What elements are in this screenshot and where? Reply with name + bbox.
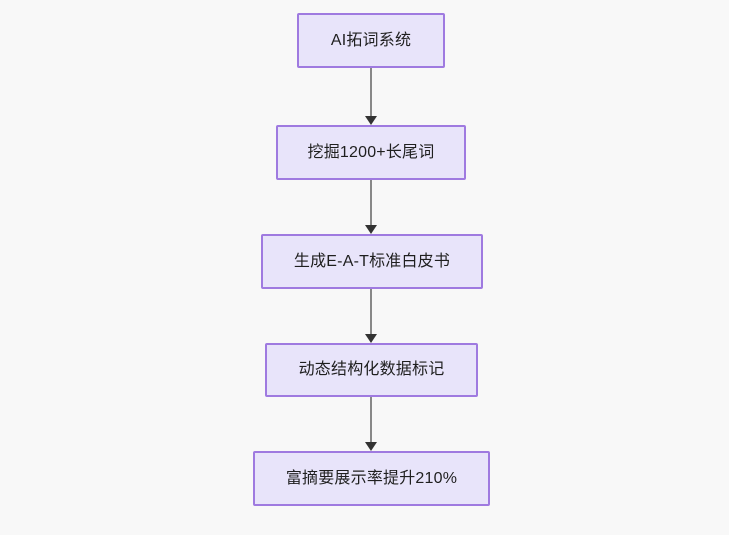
edge-line [370,397,372,443]
flow-node-label: 挖掘1200+长尾词 [307,143,435,161]
arrowhead-down-icon [365,442,377,451]
edge-line [370,180,372,226]
flow-node-label: AI拓词系统 [330,31,412,49]
flow-node-n4[interactable]: 动态结构化数据标记 [265,343,478,397]
edge-line [370,289,372,335]
flow-node-n3[interactable]: 生成E-A-T标准白皮书 [261,234,483,289]
flow-node-label: 生成E-A-T标准白皮书 [293,252,451,270]
edge-line [370,68,372,117]
flow-node-n5[interactable]: 富摘要展示率提升210% [253,451,490,506]
arrowhead-down-icon [365,225,377,234]
arrowhead-down-icon [365,334,377,343]
flow-node-n1[interactable]: AI拓词系统 [297,13,445,68]
flow-node-n2[interactable]: 挖掘1200+长尾词 [276,125,466,180]
flow-node-label: 动态结构化数据标记 [298,361,445,378]
arrowhead-down-icon [365,116,377,125]
flow-node-label: 富摘要展示率提升210% [285,469,458,487]
